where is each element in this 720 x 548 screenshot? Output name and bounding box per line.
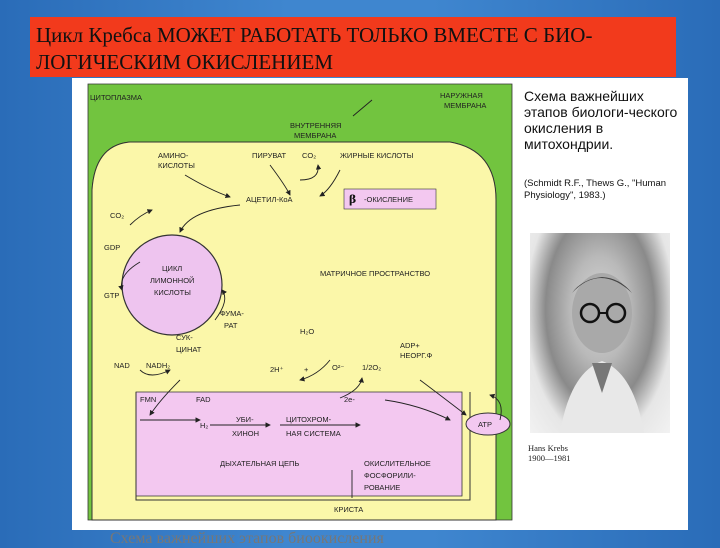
label-ubi-1: УБИ-: [236, 415, 254, 424]
label-crista: КРИСТА: [334, 505, 363, 514]
label-h2o: H₂O: [300, 327, 314, 336]
reaction-arrows: [118, 99, 502, 498]
crista-fold: [135, 392, 471, 501]
label-oxphos-2: ФОСФОРИЛИ-: [364, 471, 416, 480]
label-matrix: МАТРИЧНОЕ ПРОСТРАНСТВО: [320, 269, 430, 278]
label-fumarate-1: ФУМА-: [220, 309, 244, 318]
label-fatty-acids: ЖИРНЫЕ КИСЛОТЫ: [340, 151, 414, 160]
atp-oval: [465, 412, 511, 436]
label-nadh2: NADH₂: [146, 361, 170, 370]
label-2h-plus: 2H⁺: [270, 365, 284, 374]
beta-oxidation-box: [343, 188, 437, 210]
label-pyruvate: ПИРУВАТ: [252, 151, 287, 160]
scheme-description: Схема важнейших этапов биологи-ческого о…: [524, 88, 678, 152]
photo-caption-name: Hans Krebs: [528, 443, 568, 453]
label-succinate-2: ЦИНАТ: [176, 345, 202, 354]
label-cytoplasm: ЦИТОПЛАЗМА: [90, 93, 142, 102]
portrait-sketch: [560, 273, 644, 433]
label-amino-1: АМИНО-: [158, 151, 189, 160]
label-h2: H₂: [200, 421, 208, 430]
label-co2-left: CO₂: [110, 211, 124, 220]
label-beta-symbol: β: [349, 193, 356, 206]
label-oxphos-1: ОКИСЛИТЕЛЬНОЕ: [364, 459, 431, 468]
label-outer-membrane-1: НАРУЖНАЯ: [440, 91, 483, 100]
label-inner-membrane-2: МЕМБРАНА: [294, 131, 336, 140]
photo-caption: Hans Krebs 1900—1981: [528, 443, 571, 463]
label-cycle-3: КИСЛОТЫ: [154, 288, 191, 297]
label-beta-oxidation: -ОКИСЛЕНИЕ: [364, 195, 413, 204]
label-half-o2: 1/2O₂: [362, 363, 381, 372]
citric-acid-cycle-circle: [121, 234, 223, 336]
reference-citation: (Schmidt R.F., Thews G., "Human Physiolo…: [524, 178, 667, 201]
label-cytochrome-2: НАЯ СИСТЕМА: [286, 429, 341, 438]
label-2e: 2e-: [344, 395, 355, 404]
label-gdp: GDP: [104, 243, 120, 252]
label-gtp: GTP: [104, 291, 119, 300]
respiratory-chain-region: [135, 391, 463, 497]
krebs-portrait: [530, 233, 670, 433]
label-atp: АТР: [478, 420, 492, 429]
label-fumarate-2: РАТ: [224, 321, 238, 330]
label-adp-1: ADP+: [400, 341, 420, 350]
label-succinate-1: СУК-: [176, 333, 193, 342]
label-adp-2: НЕОРГ.Ф: [400, 351, 432, 360]
label-co2-top: CO₂: [302, 151, 316, 160]
label-respiratory-chain: ДЫХАТЕЛЬНАЯ ЦЕПЬ: [220, 459, 299, 468]
label-nad: NAD: [114, 361, 130, 370]
label-cytochrome-1: ЦИТОХРОМ-: [286, 415, 332, 424]
slide-title: Цикл Кребса МОЖЕТ РАБОТАТЬ ТОЛЬКО ВМЕСТЕ…: [30, 17, 676, 77]
label-fmn: FMN: [140, 395, 156, 404]
label-plus: +: [304, 365, 309, 374]
label-inner-membrane-1: ВНУТРЕННЯЯ: [290, 121, 341, 130]
photo-caption-years: 1900—1981: [528, 453, 571, 463]
label-o2-minus: O²⁻: [332, 363, 344, 372]
label-ubi-2: ХИНОН: [232, 429, 259, 438]
label-amino-2: КИСЛОТЫ: [158, 161, 195, 170]
bottom-caption: Схема важнейших этапов биоокисления: [110, 530, 384, 547]
label-cycle-1: ЦИКЛ: [162, 264, 182, 273]
label-acetyl-coa: АЦЕТИЛ-КоА: [246, 195, 293, 204]
label-cycle-2: ЛИМОННОЙ: [150, 276, 194, 285]
label-outer-membrane-2: МЕМБРАНА: [444, 101, 486, 110]
label-fad: FAD: [196, 395, 211, 404]
label-oxphos-3: РОВАНИЕ: [364, 483, 400, 492]
